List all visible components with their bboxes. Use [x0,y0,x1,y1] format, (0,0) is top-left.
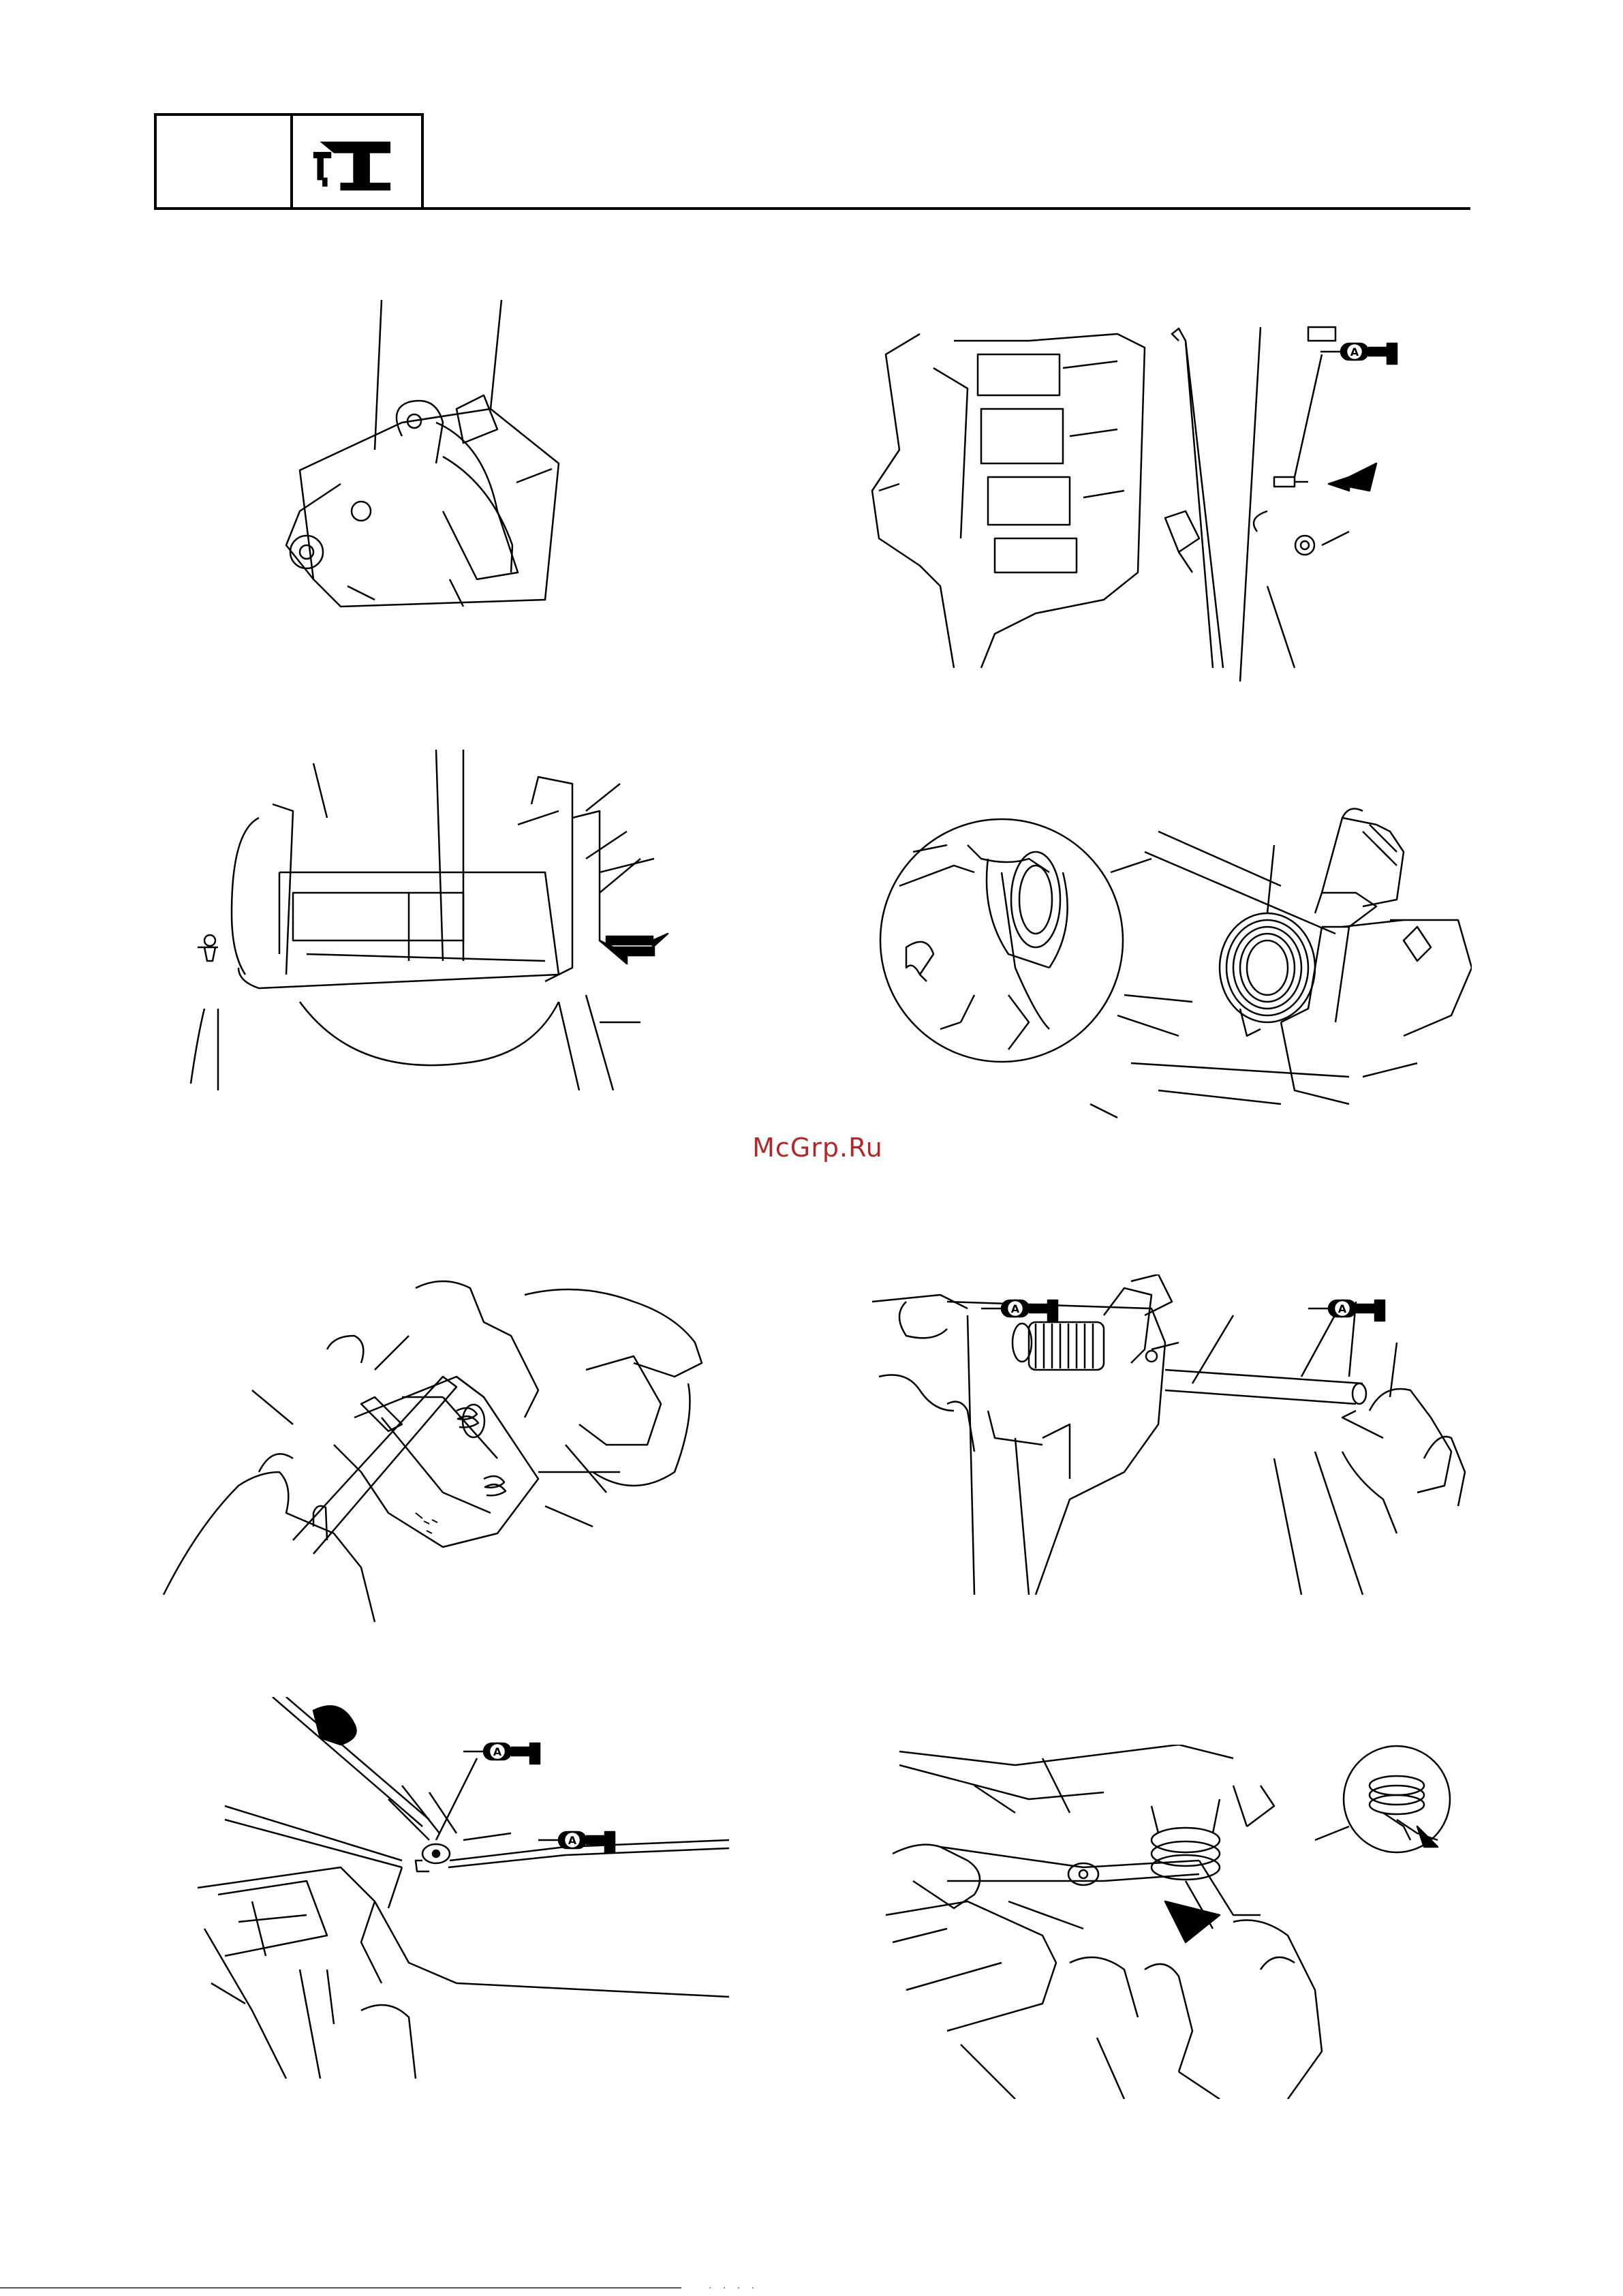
footer-marks: · · · · [709,2283,758,2294]
header-icon-box [290,113,424,210]
figure-tilt-lever-spring [872,791,1472,1131]
lubricant-symbol: A [463,1743,540,1764]
footer-rule [0,2287,681,2289]
svg-text:A: A [493,1745,502,1758]
lubricant-symbol: A [1320,343,1397,364]
header-section-box [154,113,293,210]
header-rule [154,207,1470,210]
coil-spring [1151,1828,1220,1880]
coil-spring [1220,913,1315,1022]
svg-text:A: A [1338,1302,1347,1315]
figure-shaft-insertion-hands: A A [865,1274,1472,1595]
svg-text:A: A [568,1834,577,1847]
coil-spring [1029,1322,1104,1370]
hull-bracket-icon [293,116,421,207]
svg-text:A: A [1011,1302,1020,1315]
watermark-text: McGrp.Ru [743,1133,893,1163]
figure-spring-hook-pliers [879,1745,1485,2099]
lubricant-symbol: A [1308,1300,1385,1321]
figure-clamp-bracket-lever [259,286,586,654]
coil-spring-lower [484,1476,506,1495]
figure-swivel-bracket-pin [177,736,681,1090]
figure-shift-rod-pin-clip: A [859,313,1438,682]
figure-spring-installation-hands [157,1268,770,1629]
figure-pliers-rod-end: A A [184,1697,749,2079]
svg-text:A: A [1350,346,1359,358]
